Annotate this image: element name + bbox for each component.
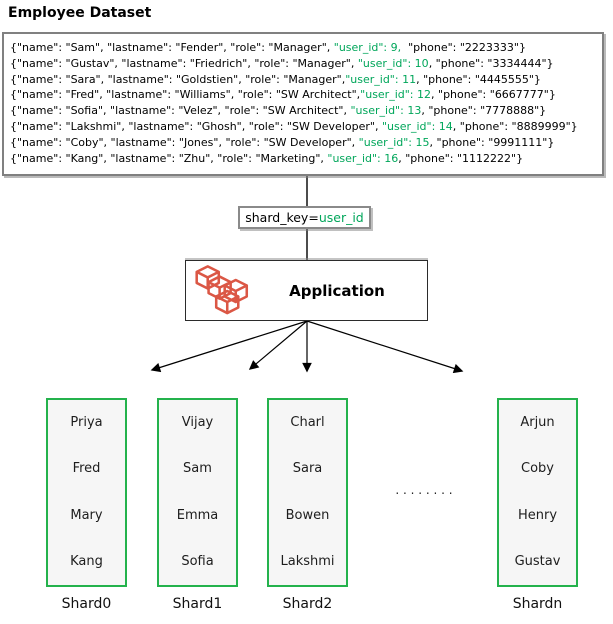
dataset-record: {"name": "Sofia", "lastname": "Velez", "… <box>10 103 596 119</box>
application-box: Application <box>185 260 428 321</box>
record-text: {"name": "Coby", "lastname": "Jones", "r… <box>10 135 359 149</box>
record-user-id: "user_id": 9, <box>333 41 402 54</box>
shard-entry: Sofia <box>181 553 214 569</box>
shard-entry: Henry <box>517 507 558 523</box>
shard-label-n: Shardn <box>512 596 563 612</box>
shard-entry: Sara <box>292 461 323 477</box>
shard-box-n: Arjun Coby Henry Gustav <box>497 398 578 587</box>
shard-entry: Kang <box>70 553 103 569</box>
record-text: {"name": "Sara", "lastname": "Goldstien"… <box>10 72 346 86</box>
shard-key-label: shard_key=user_id <box>238 206 371 229</box>
record-text: {"name": "Kang", "lastname": "Zhu", "rol… <box>10 151 328 165</box>
record-user-id: "user_id": 14 <box>381 119 453 133</box>
record-user-id: "user_id": 13 <box>350 104 422 118</box>
record-user-id: "user_id": 16 <box>327 151 399 165</box>
shard-entry: Bowen <box>285 507 330 523</box>
application-label: Application <box>289 281 385 300</box>
employee-dataset-box: {"name": "Sam", "lastname": "Fender", "r… <box>2 32 604 176</box>
record-text: "phone": "2223333"} <box>401 41 526 54</box>
shard-label-1: Shard1 <box>172 596 223 612</box>
dataset-record: {"name": "Lakshmi", "lastname": "Ghosh",… <box>10 119 596 135</box>
shard-entry: Coby <box>521 461 554 477</box>
shard-box-0: Priya Fred Mary Kang <box>46 398 127 587</box>
dataset-record: {"name": "Sara", "lastname": "Goldstien"… <box>10 72 596 88</box>
shard-entry: Lakshmi <box>280 553 335 569</box>
record-text: {"name": "Fred", "lastname": "Williams",… <box>10 88 361 102</box>
shard-entry: Arjun <box>520 415 555 430</box>
shard-box-1: Vijay Sam Emma Sofia <box>157 398 238 587</box>
shard-label-2: Shard2 <box>282 596 333 612</box>
dataset-record: {"name": "Coby", "lastname": "Jones", "r… <box>10 135 596 151</box>
record-text: {"name": "Gustav", "lastname": "Friedric… <box>10 56 358 70</box>
shard-entry: Mary <box>70 507 103 523</box>
shard-entry: Sam <box>183 461 212 477</box>
record-user-id: "user_id": 11 <box>345 72 417 86</box>
shard-entry: Vijay <box>181 415 214 430</box>
shard-key-text: shard_key= <box>245 210 319 225</box>
shard-label-0: Shard0 <box>61 596 112 612</box>
dataset-record: {"name": "Fred", "lastname": "Williams",… <box>10 87 596 103</box>
cubes-icon <box>195 264 249 314</box>
dataset-record: {"name": "Sam", "lastname": "Fender", "r… <box>10 40 596 56</box>
record-text: , "phone": "9991111"} <box>429 135 555 149</box>
record-user-id: "user_id": 12 <box>360 88 432 102</box>
dataset-record: {"name": "Gustav", "lastname": "Friedric… <box>10 56 596 72</box>
record-user-id: "user_id": 10 <box>357 56 429 70</box>
record-text: {"name": "Lakshmi", "lastname": "Ghosh",… <box>10 119 382 133</box>
shard-entry: Emma <box>176 507 219 523</box>
record-text: , "phone": "4445555"} <box>416 72 541 86</box>
shard-box-2: Charl Sara Bowen Lakshmi <box>267 398 348 587</box>
ellipsis-dots: . . . . . . . . <box>395 483 453 497</box>
record-text: , "phone": "3334444"} <box>428 56 554 70</box>
record-text: {"name": "Sofia", "lastname": "Velez", "… <box>10 104 351 118</box>
shard-entry: Charl <box>290 415 325 430</box>
record-text: , "phone": "6667777"} <box>431 88 556 102</box>
shard-entry: Priya <box>70 415 103 430</box>
page-title: Employee Dataset <box>8 5 152 21</box>
record-text: {"name": "Sam", "lastname": "Fender", "r… <box>10 41 334 54</box>
record-text: , "phone": "7778888"} <box>421 104 547 118</box>
shard-entry: Gustav <box>514 553 561 569</box>
dataset-record: {"name": "Kang", "lastname": "Zhu", "rol… <box>10 151 596 167</box>
shard-key-value: user_id <box>318 210 364 225</box>
shard-entry: Fred <box>72 461 101 477</box>
record-text: , "phone": "1112222"} <box>398 151 524 165</box>
record-text: , "phone": "8889999"} <box>452 119 578 133</box>
record-user-id: "user_id": 15 <box>358 135 430 149</box>
